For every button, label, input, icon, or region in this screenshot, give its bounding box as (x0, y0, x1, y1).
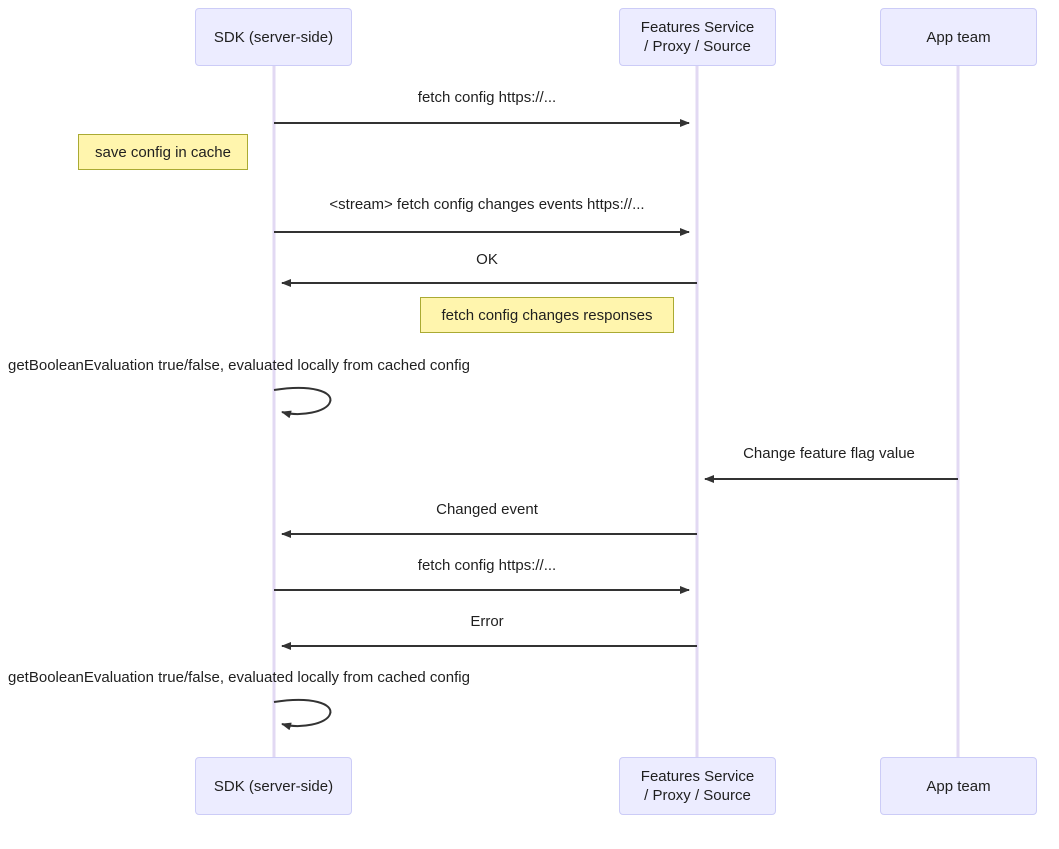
message-label-m1: fetch config https://... (417, 89, 557, 106)
note-fetch-config-changes-responses[interactable]: fetch config changes responses (420, 297, 674, 333)
actor-label-sdk-top: SDK (server-side) (213, 28, 334, 46)
note-save-config-in-cache[interactable]: save config in cache (78, 134, 248, 170)
actor-box-app-top[interactable]: App team (880, 8, 1037, 66)
message-self-loop-m4 (273, 386, 332, 419)
message-label-m5: Change feature flag value (743, 445, 915, 462)
lifelines (272, 66, 960, 757)
message-self-loop-m9 (273, 698, 332, 731)
actor-label-sdk-bottom: SDK (server-side) (213, 777, 334, 795)
actor-box-sdk-bottom[interactable]: SDK (server-side) (195, 757, 352, 815)
message-label-m3: OK (476, 251, 498, 268)
message-label-m7: fetch config https://... (417, 557, 557, 574)
actor-box-features-top[interactable]: Features Service / Proxy / Source (619, 8, 776, 66)
message-label-m6: Changed event (436, 501, 538, 518)
message-label-m4: getBooleanEvaluation true/false, evaluat… (8, 357, 470, 374)
actor-label-app-top: App team (926, 28, 991, 46)
note-label-n1: save config in cache (95, 143, 231, 161)
message-label-m9: getBooleanEvaluation true/false, evaluat… (8, 669, 470, 686)
actor-label-app-bottom: App team (926, 777, 991, 795)
actor-box-features-bottom[interactable]: Features Service / Proxy / Source (619, 757, 776, 815)
actor-label-features-top: Features Service / Proxy / Source (640, 19, 755, 55)
actor-label-features-bottom: Features Service / Proxy / Source (640, 768, 755, 804)
message-label-m2: <stream> fetch config changes events htt… (329, 196, 645, 213)
actor-box-app-bottom[interactable]: App team (880, 757, 1037, 815)
message-label-m8: Error (470, 613, 504, 630)
actor-box-sdk-top[interactable]: SDK (server-side) (195, 8, 352, 66)
note-label-n2: fetch config changes responses (441, 306, 653, 324)
